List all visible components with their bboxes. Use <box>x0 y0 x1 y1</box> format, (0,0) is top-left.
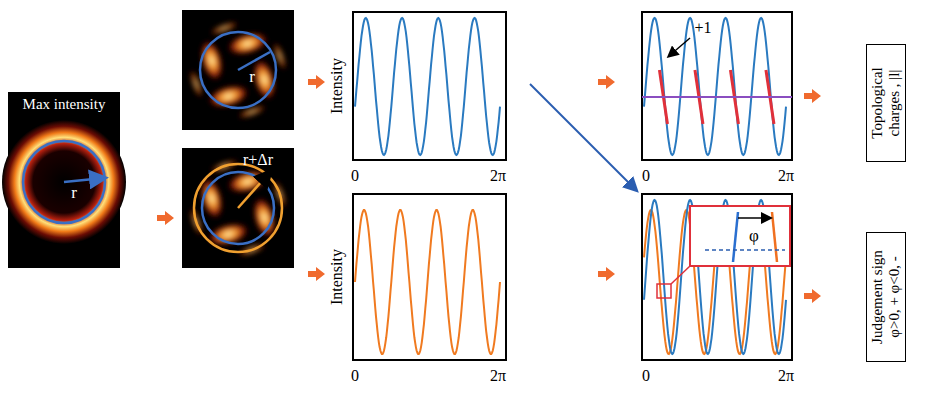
tick-label: 2π <box>490 168 506 184</box>
radius-label: r+Δr <box>243 152 273 168</box>
axis-label: Intensity <box>329 58 345 114</box>
result-box: Judgement sign φ>0, + φ<0, - <box>866 232 906 362</box>
radius-label: r <box>249 68 255 85</box>
tick-label: 0 <box>351 368 359 384</box>
tick-label: 0 <box>351 168 359 184</box>
image-label: Max intensity <box>23 97 106 112</box>
tick-label: 2π <box>778 168 794 184</box>
result-box: Topological charges , |l| <box>866 44 906 162</box>
radius-label: r <box>71 184 77 201</box>
phase-label: φ <box>749 227 759 244</box>
tick-label: 0 <box>642 168 650 184</box>
box-text: Judgement sign φ>0, + φ<0, - <box>869 237 904 357</box>
tick-label: 0 <box>642 368 650 384</box>
callout-label: +1 <box>694 20 711 36</box>
axis-label: Intensity <box>329 249 345 305</box>
tick-label: 2π <box>778 368 794 384</box>
tick-label: 2π <box>490 368 506 384</box>
box-text: Topological charges , |l| <box>869 49 904 157</box>
